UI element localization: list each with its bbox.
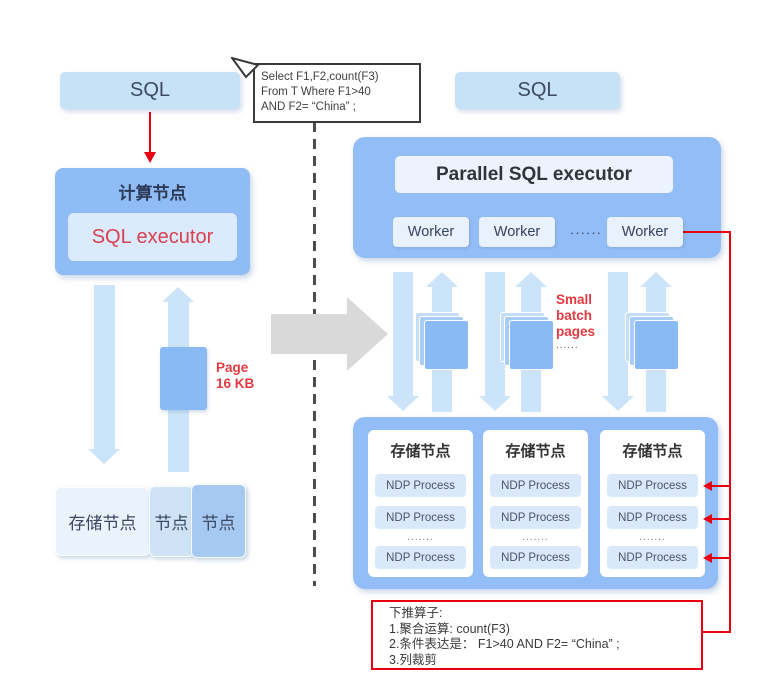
divider-dashed-line <box>313 122 316 586</box>
arrow-bar <box>393 272 413 396</box>
storage-nodes-container: 存储节点 NDP Process NDP Process ....... NDP… <box>353 417 718 589</box>
small-batch-line-1: Small <box>556 292 593 307</box>
storage-card-2: 存储节点 NDP Process NDP Process ....... NDP… <box>483 430 588 577</box>
small-batch-line-2: batch <box>556 307 593 323</box>
pushdown-line-2: 1.聚合运算: count(F3) <box>389 621 510 636</box>
arrow-head <box>515 272 547 287</box>
ndp-process-box: NDP Process <box>490 474 581 497</box>
parallel-executor-title: Parallel SQL executor <box>395 156 673 193</box>
page-size-line-2: 16 KB <box>216 375 255 391</box>
ndp-process-box: NDP Process <box>375 546 466 569</box>
connector-segment <box>729 231 731 633</box>
callout-line-1: Select F1,F2,count(F3) <box>261 71 379 83</box>
arrow-head <box>162 287 194 302</box>
sql-executor-box: SQL executor <box>68 213 237 261</box>
arrow-head <box>602 396 634 411</box>
pushdown-line-3: 2.条件表达是： F1>40 AND F2= “China” ; <box>389 637 620 651</box>
storage-node-box-2: 节点 <box>149 486 194 557</box>
sql-label: SQL <box>129 79 171 101</box>
connector-segment <box>701 631 731 633</box>
ndp-process-box: NDP Process <box>607 474 698 497</box>
branch-arrow-head <box>703 514 712 524</box>
gray-arrow-head <box>347 297 388 371</box>
sql-to-compute-arrow-line <box>149 112 151 152</box>
pages-stack-front <box>634 320 679 370</box>
pages-stack-front <box>424 320 469 370</box>
ndp-ellipsis: ....... <box>522 532 549 543</box>
pushdown-line-4: 3.列裁剪 <box>389 652 437 667</box>
storage-card-1: 存储节点 NDP Process NDP Process ....... NDP… <box>368 430 473 577</box>
page-size-label: Page 16 KB <box>216 360 254 392</box>
storage-node-box-1: 存储节点 <box>55 487 150 556</box>
ndp-process-box: NDP Process <box>490 546 581 569</box>
storage-card-3: 存储节点 NDP Process NDP Process ....... NDP… <box>600 430 705 577</box>
ndp-process-box: NDP Process <box>375 474 466 497</box>
ndp-process-box: NDP Process <box>607 546 698 569</box>
small-batch-line-3: pages <box>556 323 596 339</box>
sql-box-left: SQL <box>60 72 240 109</box>
worker-ellipsis: ······ <box>570 224 602 240</box>
arrow-head <box>640 272 672 287</box>
gray-arrow-body <box>271 314 347 354</box>
worker-box-2: Worker <box>479 217 555 247</box>
sql-to-compute-arrow-head <box>144 152 156 163</box>
worker-box-3: Worker <box>607 217 683 247</box>
callout-line-2: From T Where F1>40 <box>261 86 371 99</box>
small-batch-label: Small batch pages ...... <box>556 292 595 352</box>
branch-line <box>711 518 731 520</box>
ndp-process-box: NDP Process <box>375 506 466 529</box>
branch-arrow-head <box>703 553 712 563</box>
arrow-bar <box>608 272 628 396</box>
branch-line <box>711 485 731 487</box>
sql-box-right: SQL <box>455 72 620 109</box>
pages-stack-front <box>509 320 554 370</box>
storage-card-title: 存储节点 <box>622 443 683 460</box>
arrow-head <box>88 449 120 464</box>
arrow-bar <box>485 272 505 396</box>
compute-node-box: 计算节点 SQL executor <box>55 168 250 275</box>
worker-box-1: Worker <box>393 217 469 247</box>
sql-label: SQL <box>517 79 558 101</box>
branch-line <box>711 557 731 559</box>
page-block <box>160 347 207 410</box>
storage-card-title: 存储节点 <box>390 443 451 460</box>
callout-line-3: AND F2= “China” ; <box>261 101 356 114</box>
arrow-head <box>426 272 458 287</box>
arrow-bar <box>94 285 115 449</box>
connector-segment <box>683 231 731 233</box>
compute-node-title: 计算节点 <box>118 184 187 203</box>
storage-node-box-3: 节点 <box>191 484 246 558</box>
arrow-head <box>387 396 419 411</box>
ndp-process-box: NDP Process <box>607 506 698 529</box>
pushdown-operators-box: 下推算子: 1.聚合运算: count(F3) 2.条件表达是： F1>40 A… <box>371 600 703 670</box>
ndp-ellipsis: ....... <box>407 532 434 543</box>
branch-arrow-head <box>703 481 712 491</box>
small-batch-ellipsis: ...... <box>556 339 579 351</box>
page-size-line-1: Page <box>216 360 249 375</box>
callout-tail-icon <box>231 57 259 79</box>
ndp-process-box: NDP Process <box>490 506 581 529</box>
pushdown-line-1: 下推算子: <box>389 606 443 620</box>
arrow-head <box>479 396 511 411</box>
parallel-executor-container: Parallel SQL executor Worker Worker ····… <box>353 137 721 258</box>
sql-query-callout: Select F1,F2,count(F3) From T Where F1>4… <box>253 63 421 123</box>
storage-card-title: 存储节点 <box>505 443 566 460</box>
ndp-ellipsis: ....... <box>639 532 666 543</box>
